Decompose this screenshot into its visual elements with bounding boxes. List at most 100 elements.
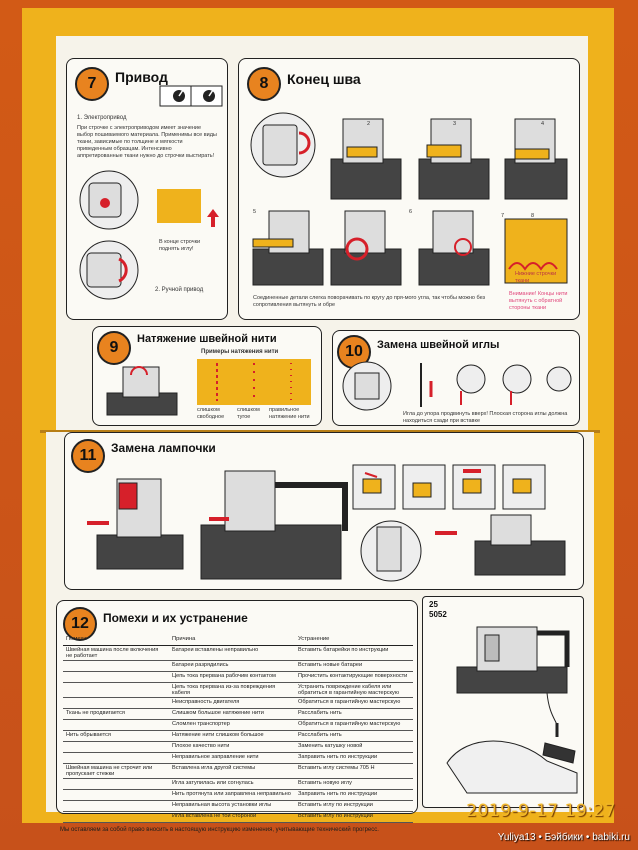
cell-cause: Плохое качество нити xyxy=(169,741,295,753)
section-7-title: Привод xyxy=(115,69,168,85)
step-8-label: 8 xyxy=(531,213,535,219)
cell-cause: Игла вставлена не той стороной xyxy=(169,811,295,823)
cell-remedy: Вставить новую иглу xyxy=(295,778,413,790)
cell-problem xyxy=(63,697,169,709)
section-7-text: При строчке с электроприводом имеет знач… xyxy=(77,125,217,159)
section-12-title: Помехи и их устранение xyxy=(103,611,248,625)
bulb-change-illustration xyxy=(87,464,566,582)
cell-remedy: Устранить повреждение кабеля или обратит… xyxy=(295,682,413,698)
caption-loose: слишком свободное xyxy=(197,407,225,420)
section-9: 9 Натяжение швейной нити Примеры натяжен… xyxy=(92,326,322,426)
section-9-title: Натяжение швейной нити xyxy=(137,333,277,345)
cell-problem xyxy=(63,789,169,801)
cell-cause: Слишком большое натяжение нити xyxy=(169,708,295,720)
cell-cause: Неправильная высота установки иглы xyxy=(169,800,295,812)
up-arrow-icon xyxy=(207,209,219,227)
cell-remedy: Вставить новые батареи xyxy=(295,660,413,672)
cell-remedy: Обратиться в гарантийную мастерскую xyxy=(295,697,413,709)
cell-problem: Швейная машина не строчит или пропускает… xyxy=(63,763,169,779)
fold-line xyxy=(40,430,600,433)
section-7-item1: 1. Электропривод xyxy=(77,115,127,121)
header-problem: Помехи xyxy=(63,635,169,646)
bottom-panel: 11 Замена лампочки xyxy=(46,432,594,823)
watermark: Yuliya13 • Бэйбики • babiki.ru xyxy=(497,832,630,843)
table-row: Нить протянута или заправлена неправильн… xyxy=(63,789,413,801)
cell-remedy: Вставить иглу по инструкции xyxy=(295,811,413,823)
cell-cause: Неисправность двигателя xyxy=(169,697,295,709)
table-body: Швейная машина после включения не работа… xyxy=(63,645,413,823)
section-8-card-text: Нижние стрoчки ткани xyxy=(515,271,557,284)
cell-problem: Нить обрывается xyxy=(63,730,169,742)
caption-correct: правильное натяжение нити xyxy=(269,407,310,420)
section-10-note: Игла до упора продвинуть вверх! Плоская … xyxy=(403,411,568,424)
cell-remedy: Заправить нить по инструкции xyxy=(295,789,413,801)
section-11-title: Замена лампочки xyxy=(111,441,216,455)
cell-cause: Цепь тока прервана из-за повреждения каб… xyxy=(169,682,295,698)
cell-remedy: Прочистить контактирующие поверхности xyxy=(295,671,413,683)
cell-remedy: Расслабить нить xyxy=(295,730,413,742)
step-6-label: 6 xyxy=(409,209,413,215)
machine-pedal-illustration xyxy=(446,626,578,794)
step-7-label: 7 xyxy=(501,213,505,219)
section-7: 7 Привод 1. Электропривод При строчке с … xyxy=(66,58,228,320)
section-7-item2: 2. Ручной привод xyxy=(155,287,204,293)
cell-problem xyxy=(63,719,169,731)
machine-switch-illustration xyxy=(79,170,139,230)
cell-cause: Цепь тока прервана рабочим контактом xyxy=(169,671,295,683)
section-7-number: 7 xyxy=(75,67,109,101)
cell-problem: Ткань не продвигается xyxy=(63,708,169,720)
cell-cause: Сломлен транспортер xyxy=(169,719,295,731)
cell-remedy: Заменить катушку новой xyxy=(295,741,413,753)
step-3-label: 3 xyxy=(453,121,457,127)
model-panel: 25 5052 xyxy=(422,596,584,808)
handwheel-illustration xyxy=(79,240,139,300)
model-number-line2: 5052 xyxy=(429,610,447,619)
switch-diagram-icon xyxy=(159,85,223,107)
cell-remedy: Вставить иглу по инструкции xyxy=(295,800,413,812)
cell-remedy: Заправить нить по инструкции xyxy=(295,752,413,764)
section-9-number: 9 xyxy=(97,331,131,365)
cell-problem xyxy=(63,682,169,698)
stitch-samples-icon xyxy=(216,363,292,401)
cell-remedy: Вставить иглу системы 705 Н xyxy=(295,763,413,779)
seam-end-steps-illustration xyxy=(250,112,568,286)
step-4-label: 4 xyxy=(541,121,545,127)
section-8-note: Соединенные детали слегка поворачивать п… xyxy=(253,295,486,308)
step-5-label: 5 xyxy=(253,209,257,215)
cell-remedy: Обратиться в гарантийную мастерскую xyxy=(295,719,413,731)
table-header-row: Помехи Причина Устранение xyxy=(63,635,413,646)
cell-problem xyxy=(63,752,169,764)
tension-samples xyxy=(197,359,311,405)
section-9-subtitle: Примеры натяжения нити xyxy=(201,349,279,355)
section-8: 8 Конец шва xyxy=(238,58,580,320)
section-10-title: Замена швейной иглы xyxy=(377,339,500,351)
section-11-number: 11 xyxy=(71,439,105,473)
step-2-label: 2 xyxy=(367,121,371,127)
cell-problem xyxy=(63,660,169,672)
cell-problem xyxy=(63,741,169,753)
section-7-card-text: В конце строчки поднять иглу! xyxy=(159,239,201,252)
cell-cause: Игла затупилась или согнулась xyxy=(169,778,295,790)
footer-note: Мы оставляем за собой право вносить в на… xyxy=(60,827,379,833)
cell-cause: Нить протянута или заправлена неправильн… xyxy=(169,789,295,801)
table-row: Цепь тока прервана из-за повреждения каб… xyxy=(63,682,413,698)
section-12: 12 Помехи и их устранение Помехи Причина… xyxy=(56,600,418,823)
section-11: 11 Замена лампочки xyxy=(64,432,584,590)
needle-change-illustration xyxy=(342,361,572,411)
top-panel: 7 Привод 1. Электропривод При строчке с … xyxy=(56,36,588,430)
photo-timestamp: 2019-9-17 19:27 xyxy=(466,801,616,821)
model-number-line1: 25 xyxy=(429,600,438,609)
section-8-warning: Внимание! Концы нити вытянуть с обратной… xyxy=(509,291,568,311)
